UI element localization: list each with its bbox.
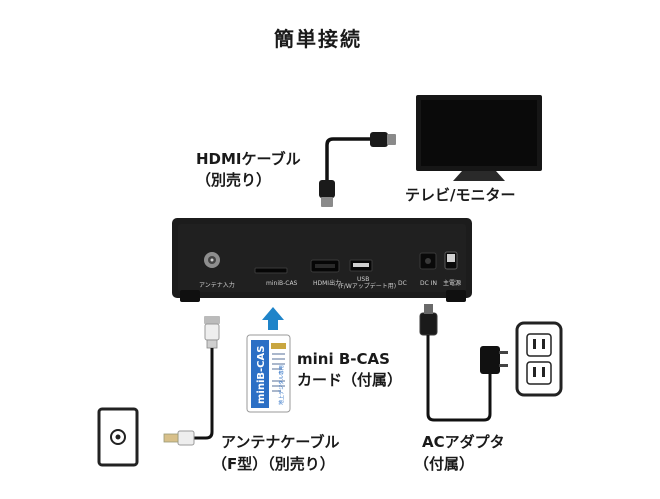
insert-arrow xyxy=(262,307,284,330)
card-sub-text: 地上デジタル専用 xyxy=(278,365,285,405)
antenna-port-label: アンテナ入力 xyxy=(199,282,235,289)
ac-adapter-label: ACアダプタ xyxy=(422,433,505,451)
power-switch-label: 主電源 xyxy=(443,280,462,287)
antenna-cable xyxy=(163,316,220,446)
hdmi-cable xyxy=(319,132,396,207)
antenna-cable-label: アンテナケーブル xyxy=(221,433,340,451)
bcas-card-label: mini B-CAS xyxy=(297,350,390,368)
power-wall-outlet xyxy=(515,321,563,397)
tuner-device xyxy=(172,218,472,302)
bcas-card-note: カード（付属） xyxy=(297,371,403,389)
ac-adapter xyxy=(419,304,508,422)
tv-monitor xyxy=(416,95,542,181)
port-hdmi xyxy=(310,259,340,273)
card-logo-text: miniB-CAS xyxy=(256,346,267,404)
port-dc-in xyxy=(419,252,437,270)
mini-bcas-port-label: miniB-CAS xyxy=(266,280,298,287)
hdmi-cable-note: （別売り） xyxy=(196,171,272,189)
dc-in-port-label: DC IN xyxy=(420,280,437,287)
tv-label: テレビ/モニター xyxy=(405,186,516,204)
port-usb xyxy=(349,259,373,272)
ac-adapter-note: （付属） xyxy=(414,455,475,473)
hdmi-cable-label: HDMIケーブル xyxy=(196,150,301,168)
page-title: 簡単接続 xyxy=(274,27,362,51)
port-antenna xyxy=(204,252,220,268)
usb-port-label: USB xyxy=(357,276,370,283)
power-switch xyxy=(444,251,458,270)
hdmi-port-label: HDMI出力 xyxy=(313,280,342,287)
usb-port-note: (F/Wアップデート用) xyxy=(338,283,397,290)
antenna-cable-note: （F型）（別売り） xyxy=(212,455,335,473)
antenna-wall-outlet xyxy=(97,407,139,467)
mini-bcas-card: miniB-CAS 地上デジタル専用 xyxy=(246,334,291,413)
dc-label: DC xyxy=(398,280,407,287)
port-mini-bcas-slot xyxy=(254,267,288,274)
